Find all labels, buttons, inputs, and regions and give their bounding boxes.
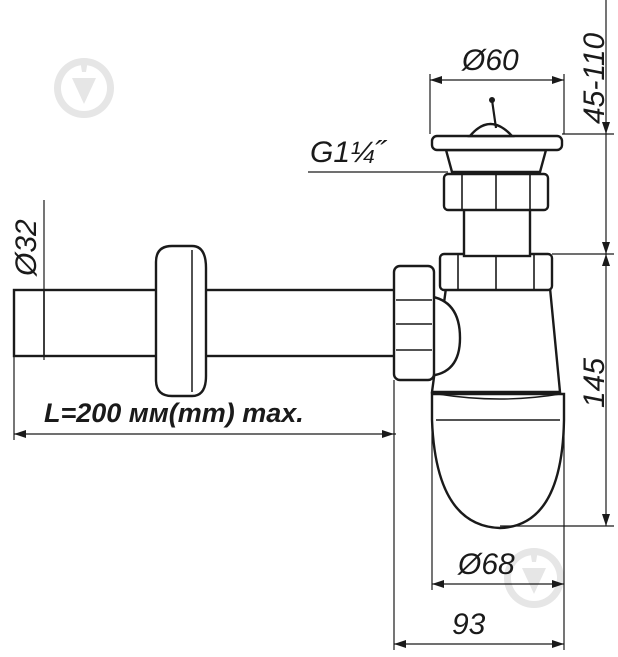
watermark-bottom-right xyxy=(504,548,564,608)
dim-depth: 93 xyxy=(452,608,486,641)
dimension-arrows xyxy=(14,76,610,648)
strainer-body xyxy=(430,97,564,174)
dim-strainer-diameter: Ø60 xyxy=(461,44,519,77)
upper-union-nut xyxy=(438,252,554,292)
wall-rosette xyxy=(154,244,208,398)
dim-height: 145 xyxy=(578,358,611,408)
outlet-pipe xyxy=(12,288,406,358)
watermark-top-left xyxy=(54,58,114,118)
dim-outlet-diameter: Ø32 xyxy=(10,219,43,277)
dim-thread: G1¼˝ xyxy=(310,136,388,169)
dim-height-adjust: 45-110 xyxy=(578,32,611,124)
tailpiece-pipe xyxy=(462,204,532,258)
strainer-nut xyxy=(442,172,550,212)
dim-bottle-diameter: Ø68 xyxy=(457,548,515,581)
dim-length: L=200 мм(mm) max. xyxy=(44,398,304,428)
side-union-nut xyxy=(392,264,462,382)
